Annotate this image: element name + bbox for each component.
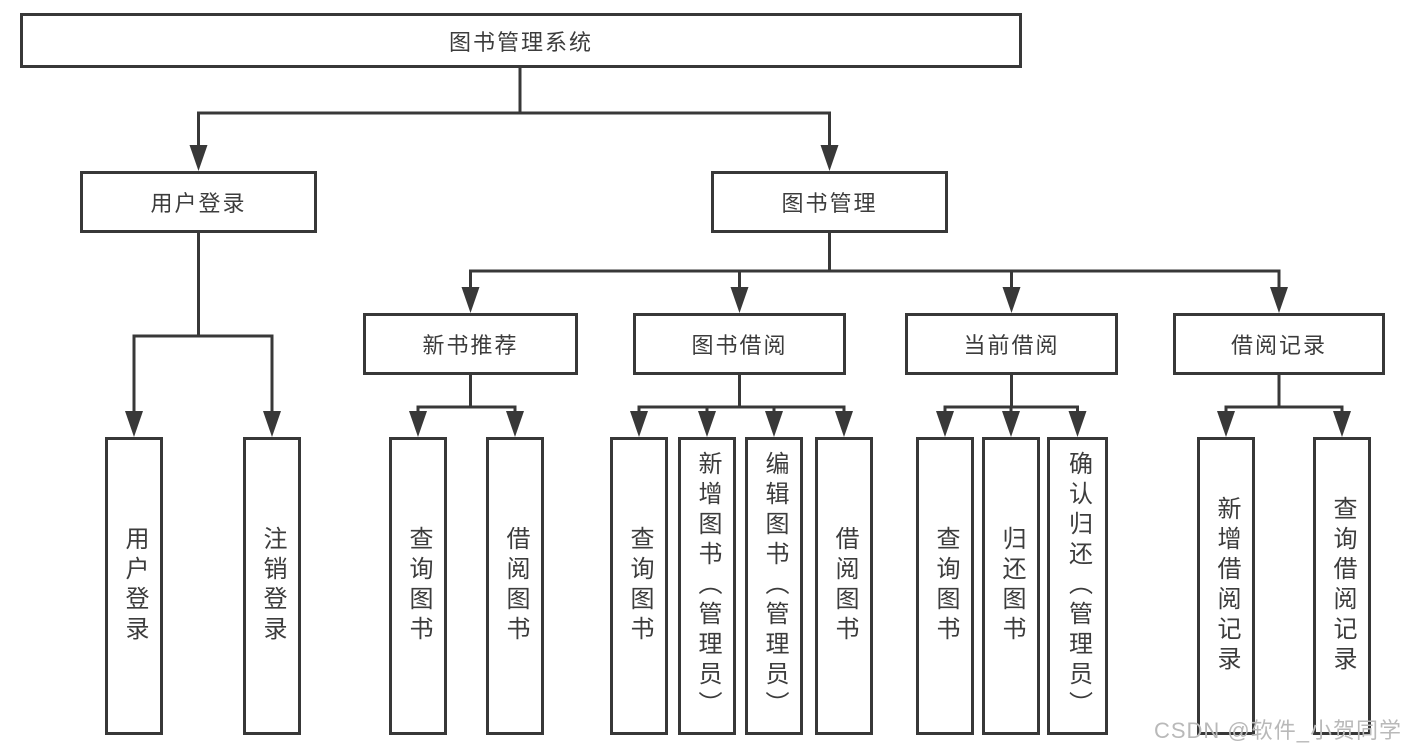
arrowhead bbox=[698, 411, 716, 437]
leaf-add-book-admin: 新增图书（管理员） bbox=[678, 437, 736, 735]
arrowhead bbox=[1333, 411, 1351, 437]
node-new-book-recommend: 新书推荐 bbox=[363, 313, 578, 375]
leaf-return-books: 归还图书 bbox=[982, 437, 1040, 735]
arrowhead bbox=[189, 145, 208, 171]
leaf-query-books-current: 查询图书 bbox=[916, 437, 974, 735]
arrowhead bbox=[125, 411, 143, 437]
leaf-query-borrow-record: 查询借阅记录 bbox=[1313, 437, 1371, 735]
node-borrowing-records: 借阅记录 bbox=[1173, 313, 1385, 375]
leaf-logout: 注销登录 bbox=[243, 437, 301, 735]
leaf-query-books-borrow: 查询图书 bbox=[610, 437, 668, 735]
arrowhead bbox=[1270, 287, 1288, 313]
arrowhead bbox=[820, 145, 839, 171]
node-user-login: 用户登录 bbox=[80, 171, 317, 233]
leaf-query-books-recommend: 查询图书 bbox=[389, 437, 447, 735]
arrowhead bbox=[263, 411, 281, 437]
arrowheads bbox=[125, 145, 1351, 437]
connector-bookmgmt-to-level3 bbox=[469, 230, 1281, 291]
arrowhead bbox=[1068, 411, 1087, 437]
leaf-add-borrow-record: 新增借阅记录 bbox=[1197, 437, 1255, 735]
arrowhead bbox=[1217, 411, 1235, 437]
arrowhead bbox=[409, 411, 427, 437]
node-root-system: 图书管理系统 bbox=[20, 13, 1022, 68]
arrowhead bbox=[835, 411, 853, 437]
connector-userlogin-to-leaves bbox=[132, 230, 274, 415]
leaf-edit-book-admin: 编辑图书（管理员） bbox=[745, 437, 803, 735]
watermark: CSDN @软件_小贺同学 bbox=[1153, 718, 1402, 743]
node-current-borrowing: 当前借阅 bbox=[905, 313, 1118, 375]
arrowhead bbox=[506, 411, 524, 437]
leaf-borrow-books-recommend: 借阅图书 bbox=[486, 437, 544, 735]
arrowhead bbox=[1002, 411, 1020, 437]
connector-current-to-leaves bbox=[943, 372, 1079, 415]
arrowhead bbox=[730, 287, 749, 313]
leaf-user-login: 用户登录 bbox=[105, 437, 163, 735]
node-book-management: 图书管理 bbox=[711, 171, 948, 233]
arrowhead bbox=[630, 411, 648, 437]
connector-newbook-to-leaves bbox=[416, 372, 517, 415]
arrowhead bbox=[461, 287, 480, 313]
arrowhead bbox=[765, 411, 783, 437]
node-book-borrowing: 图书借阅 bbox=[633, 313, 846, 375]
leaf-borrow-books: 借阅图书 bbox=[815, 437, 873, 735]
connector-records-to-leaves bbox=[1224, 372, 1344, 415]
arrowhead bbox=[936, 411, 954, 437]
leaf-confirm-return-admin: 确认归还（管理员） bbox=[1047, 437, 1108, 735]
connector-borrow-to-leaves bbox=[637, 372, 846, 415]
arrowhead bbox=[1002, 287, 1021, 313]
connector-root-to-level2 bbox=[197, 65, 831, 149]
